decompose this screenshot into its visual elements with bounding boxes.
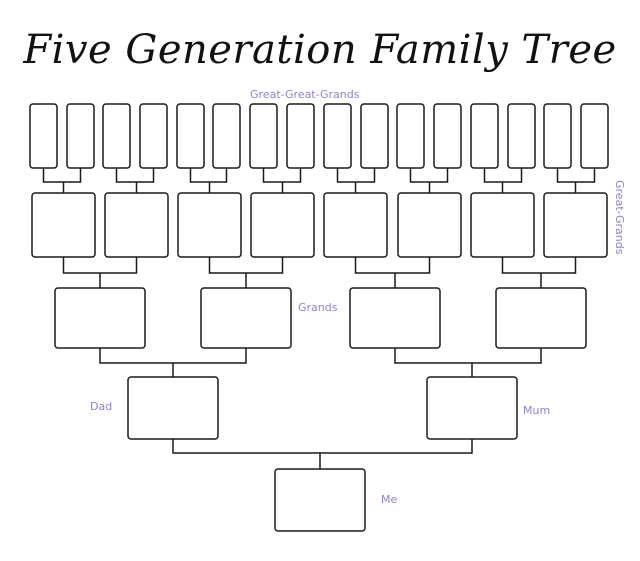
connector-gg-2-bar [115, 168, 155, 183]
great-grand-box-4 [250, 192, 315, 258]
great-grand-box-7 [470, 192, 535, 258]
connector-gg-4-bar [262, 168, 302, 183]
label-grands: Grands [298, 301, 338, 314]
grand-box-4 [495, 287, 587, 349]
connector-gg-1-bar [42, 168, 82, 183]
great-great-grand-box-1 [29, 103, 58, 169]
grand-box-3 [349, 287, 441, 349]
connector-gg-8-bar [556, 168, 596, 183]
great-great-grand-box-3 [102, 103, 131, 169]
connector-lines [42, 168, 596, 469]
great-grand-box-6 [397, 192, 462, 258]
connector-g-3-bar [354, 257, 431, 274]
great-great-grand-box-9 [323, 103, 352, 169]
dad-box [127, 376, 219, 440]
great-great-grand-box-16 [580, 103, 609, 169]
connector-gg-7-bar [483, 168, 523, 183]
great-great-grand-box-5 [176, 103, 205, 169]
great-grand-box-2 [104, 192, 169, 258]
label-great-grands: Great-Grands [613, 180, 626, 255]
connector-gg-5-bar [336, 168, 376, 183]
great-grand-box-8 [543, 192, 608, 258]
great-great-grand-box-4 [139, 103, 168, 169]
connector-parents-bar [172, 439, 473, 454]
connector-gr-2-bar [394, 348, 542, 364]
grand-box-1 [54, 287, 146, 349]
connector-gr-1-bar [99, 348, 247, 364]
great-grand-box-5 [323, 192, 388, 258]
label-dad: Dad [90, 400, 112, 413]
great-great-grand-box-7 [249, 103, 278, 169]
connector-g-4-bar [501, 257, 577, 274]
me-box [274, 468, 366, 532]
great-great-grand-box-14 [507, 103, 536, 169]
connector-g-2-bar [208, 257, 284, 274]
grand-box-2 [200, 287, 292, 349]
label-me: Me [381, 493, 397, 506]
great-great-grand-box-8 [286, 103, 315, 169]
page-title: Five Generation Family Tree [23, 27, 617, 73]
label-great-great-grands: Great-Great-Grands [250, 88, 360, 101]
name-boxes [29, 103, 609, 532]
great-great-grand-box-12 [433, 103, 462, 169]
great-great-grand-box-11 [396, 103, 425, 169]
great-grand-box-1 [31, 192, 96, 258]
great-great-grand-box-13 [470, 103, 499, 169]
connector-gg-6-bar [409, 168, 449, 183]
great-great-grand-box-15 [543, 103, 572, 169]
connector-g-1-bar [62, 257, 138, 274]
connector-gg-3-bar [189, 168, 228, 183]
great-grand-box-3 [177, 192, 242, 258]
great-great-grand-box-10 [360, 103, 389, 169]
great-great-grand-box-6 [212, 103, 241, 169]
label-mum: Mum [523, 404, 550, 417]
mum-box [426, 376, 518, 440]
great-great-grand-box-2 [66, 103, 95, 169]
